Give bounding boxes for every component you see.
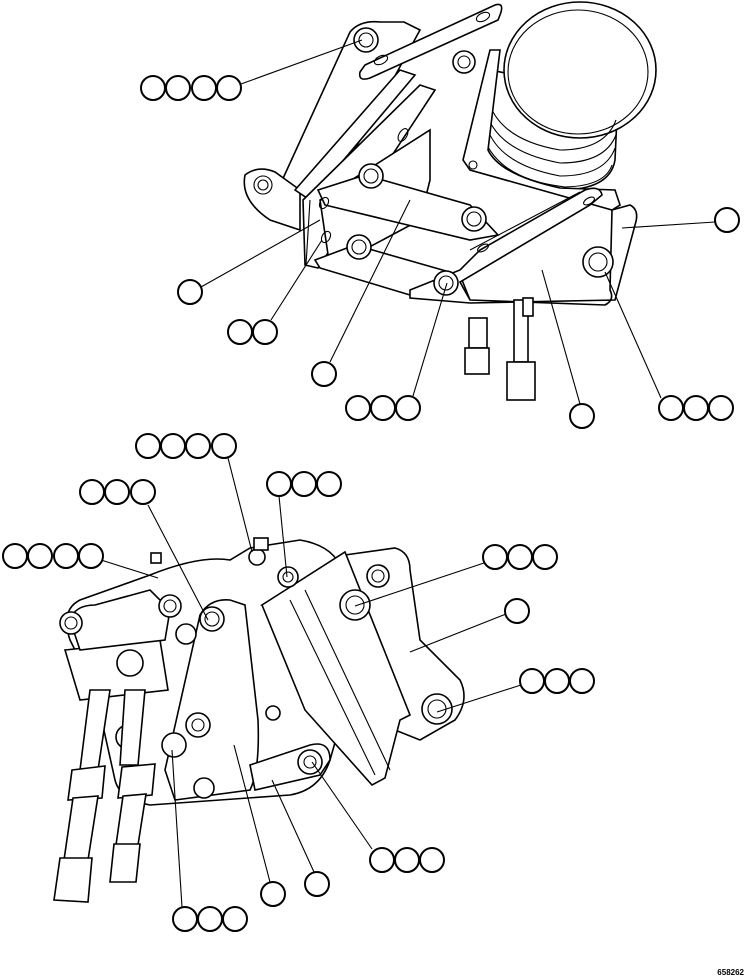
callout-l1 — [135, 433, 237, 459]
leader-lines — [100, 39, 716, 908]
hose-ends — [53, 793, 147, 903]
callout-u7 — [569, 403, 595, 429]
callout-u5 — [311, 361, 337, 387]
drawing-reference-number: 658262 — [717, 968, 744, 977]
upper-assembly — [243, 1, 657, 401]
callout-l8 — [369, 847, 445, 873]
hoses — [67, 689, 156, 801]
callout-l6 — [504, 598, 530, 624]
bolt-heads — [318, 27, 614, 296]
callout-u4 — [227, 319, 278, 345]
callout-l2 — [79, 479, 156, 505]
callout-l7 — [519, 668, 595, 694]
callout-l9 — [304, 871, 330, 897]
callout-u8 — [658, 395, 734, 421]
callout-l11 — [172, 906, 248, 932]
lower-assembly — [53, 537, 465, 903]
callout-l5 — [482, 544, 558, 570]
callout-u1 — [140, 75, 242, 101]
callout-u3 — [177, 279, 203, 305]
filter-canister — [485, 1, 657, 191]
hose-fittings-upper — [464, 297, 536, 401]
callout-u2 — [714, 207, 740, 233]
callout-l10 — [260, 881, 286, 907]
callout-l3 — [266, 471, 342, 497]
callout-l4 — [2, 543, 104, 569]
callout-bubbles — [2, 75, 740, 932]
callout-u6 — [345, 395, 421, 421]
